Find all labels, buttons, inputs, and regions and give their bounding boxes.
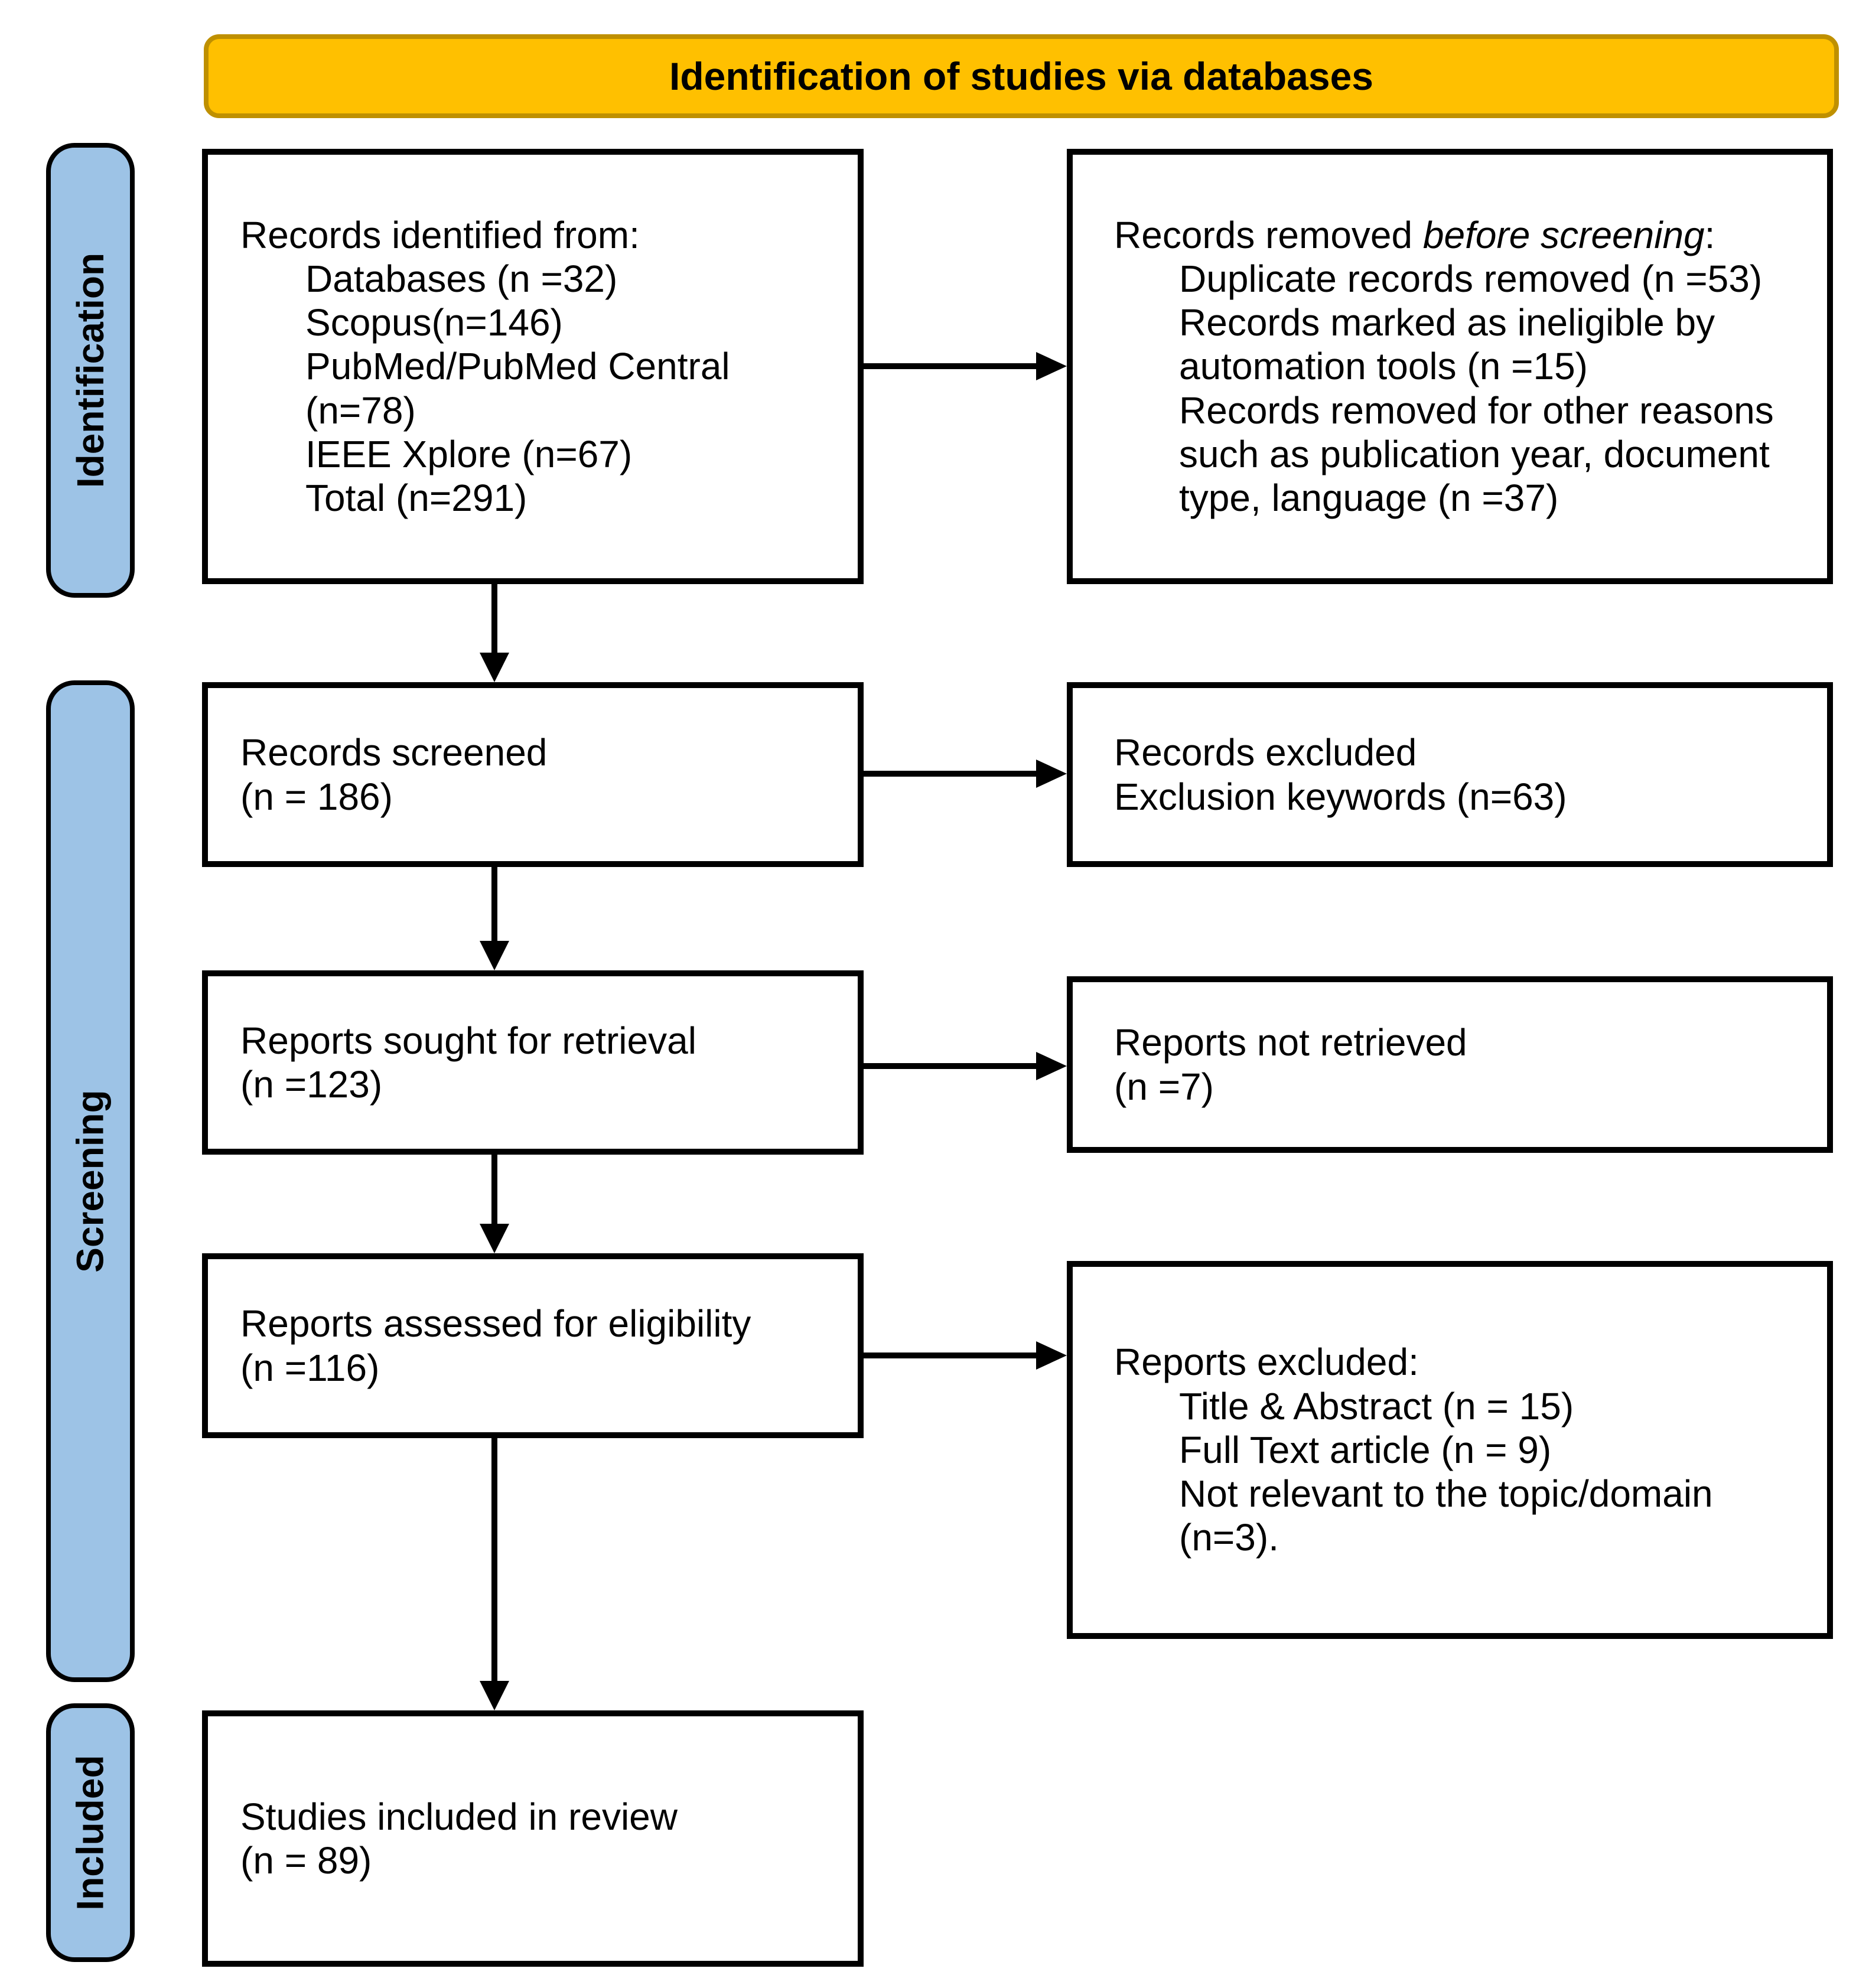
reports-not-retrieved-count: (n =7) <box>1114 1065 1214 1108</box>
records-removed-items: Duplicate records removed (n =53) Record… <box>1114 257 1809 520</box>
list-item: Scopus(n=146) <box>305 301 563 344</box>
reports-assessed-count: (n =116) <box>240 1346 380 1389</box>
list-item: Records removed for other reasons such a… <box>1179 389 1774 520</box>
diagram-title-banner: Identification of studies via databases <box>204 34 1839 118</box>
arrow-shaft <box>864 771 1040 777</box>
arrowhead-right-icon <box>1036 760 1067 788</box>
records-removed-title-post: : <box>1704 213 1715 256</box>
records-removed-title: Records removed before screening: <box>1114 213 1809 257</box>
arrowhead-down-icon <box>480 653 509 682</box>
records-excluded-line1: Records excluded <box>1114 731 1417 774</box>
list-item: Not relevant to the topic/domain (n=3). <box>1179 1472 1713 1559</box>
arrow-identified-to-screened <box>480 584 509 682</box>
arrowhead-down-icon <box>480 1224 509 1253</box>
list-item: PubMed/PubMed Central (n=78) <box>305 345 730 432</box>
records-identified-title: Records identified from: <box>240 213 640 256</box>
stage-label-identification: Identification <box>46 143 135 598</box>
box-records-excluded: Records excluded Exclusion keywords (n=6… <box>1067 682 1833 867</box>
box-reports-not-retrieved: Reports not retrieved (n =7) <box>1067 976 1833 1153</box>
arrow-sought-to-assessed <box>480 1155 509 1253</box>
arrowhead-down-icon <box>480 941 509 970</box>
arrow-shaft <box>864 363 1040 369</box>
box-reports-assessed: Reports assessed for eligibility (n =116… <box>202 1253 864 1438</box>
reports-excluded-items: Title & Abstract (n = 15) Full Text arti… <box>1114 1384 1809 1560</box>
arrowhead-down-icon <box>480 1681 509 1710</box>
diagram-title: Identification of studies via databases <box>669 54 1373 98</box>
reports-excluded-title: Reports excluded: <box>1114 1341 1419 1384</box>
stage-label-included-text: Included <box>69 1755 112 1911</box>
list-item: Total (n=291) <box>305 477 528 520</box>
list-item: Duplicate records removed (n =53) <box>1179 257 1763 300</box>
records-screened-count: (n = 186) <box>240 775 393 818</box>
box-records-removed: Records removed before screening: Duplic… <box>1067 149 1833 584</box>
stage-label-screening: Screening <box>46 680 135 1682</box>
arrow-shaft <box>491 1438 497 1684</box>
records-excluded-line2: Exclusion keywords (n=63) <box>1114 775 1567 818</box>
list-item: Databases (n =32) <box>305 257 618 300</box>
reports-sought-count: (n =123) <box>240 1063 383 1106</box>
reports-assessed-line1: Reports assessed for eligibility <box>240 1302 751 1345</box>
box-studies-included: Studies included in review (n = 89) <box>202 1710 864 1967</box>
arrow-shaft <box>491 584 497 656</box>
studies-included-line1: Studies included in review <box>240 1795 678 1838</box>
reports-not-retrieved-line1: Reports not retrieved <box>1114 1021 1467 1064</box>
arrow-shaft <box>491 1155 497 1227</box>
stage-label-identification-text: Identification <box>69 252 112 488</box>
records-identified-items: Databases (n =32) Scopus(n=146) PubMed/P… <box>240 257 840 520</box>
arrowhead-right-icon <box>1036 1341 1067 1370</box>
arrowhead-right-icon <box>1036 1052 1067 1080</box>
stage-label-included: Included <box>46 1703 135 1962</box>
box-records-identified: Records identified from: Databases (n =3… <box>202 149 864 584</box>
list-item: IEEE Xplore (n=67) <box>305 432 633 475</box>
arrow-shaft <box>864 1063 1040 1069</box>
stage-label-screening-text: Screening <box>69 1090 112 1273</box>
box-reports-excluded: Reports excluded: Title & Abstract (n = … <box>1067 1261 1833 1639</box>
arrow-shaft <box>491 867 497 944</box>
arrowhead-right-icon <box>1036 352 1067 380</box>
list-item: Title & Abstract (n = 15) <box>1179 1384 1574 1428</box>
records-removed-title-em: before screening <box>1422 213 1705 256</box>
box-records-screened: Records screened (n = 186) <box>202 682 864 867</box>
studies-included-count: (n = 89) <box>240 1839 372 1882</box>
records-removed-title-pre: Records removed <box>1114 213 1423 256</box>
arrow-screened-to-sought <box>480 867 509 970</box>
records-screened-line1: Records screened <box>240 731 548 774</box>
box-reports-sought: Reports sought for retrieval (n =123) <box>202 970 864 1155</box>
arrow-shaft <box>864 1353 1040 1358</box>
list-item: Records marked as ineligible by automati… <box>1179 301 1715 388</box>
arrow-assessed-to-included <box>480 1438 509 1710</box>
reports-sought-line1: Reports sought for retrieval <box>240 1019 696 1062</box>
list-item: Full Text article (n = 9) <box>1179 1428 1552 1471</box>
